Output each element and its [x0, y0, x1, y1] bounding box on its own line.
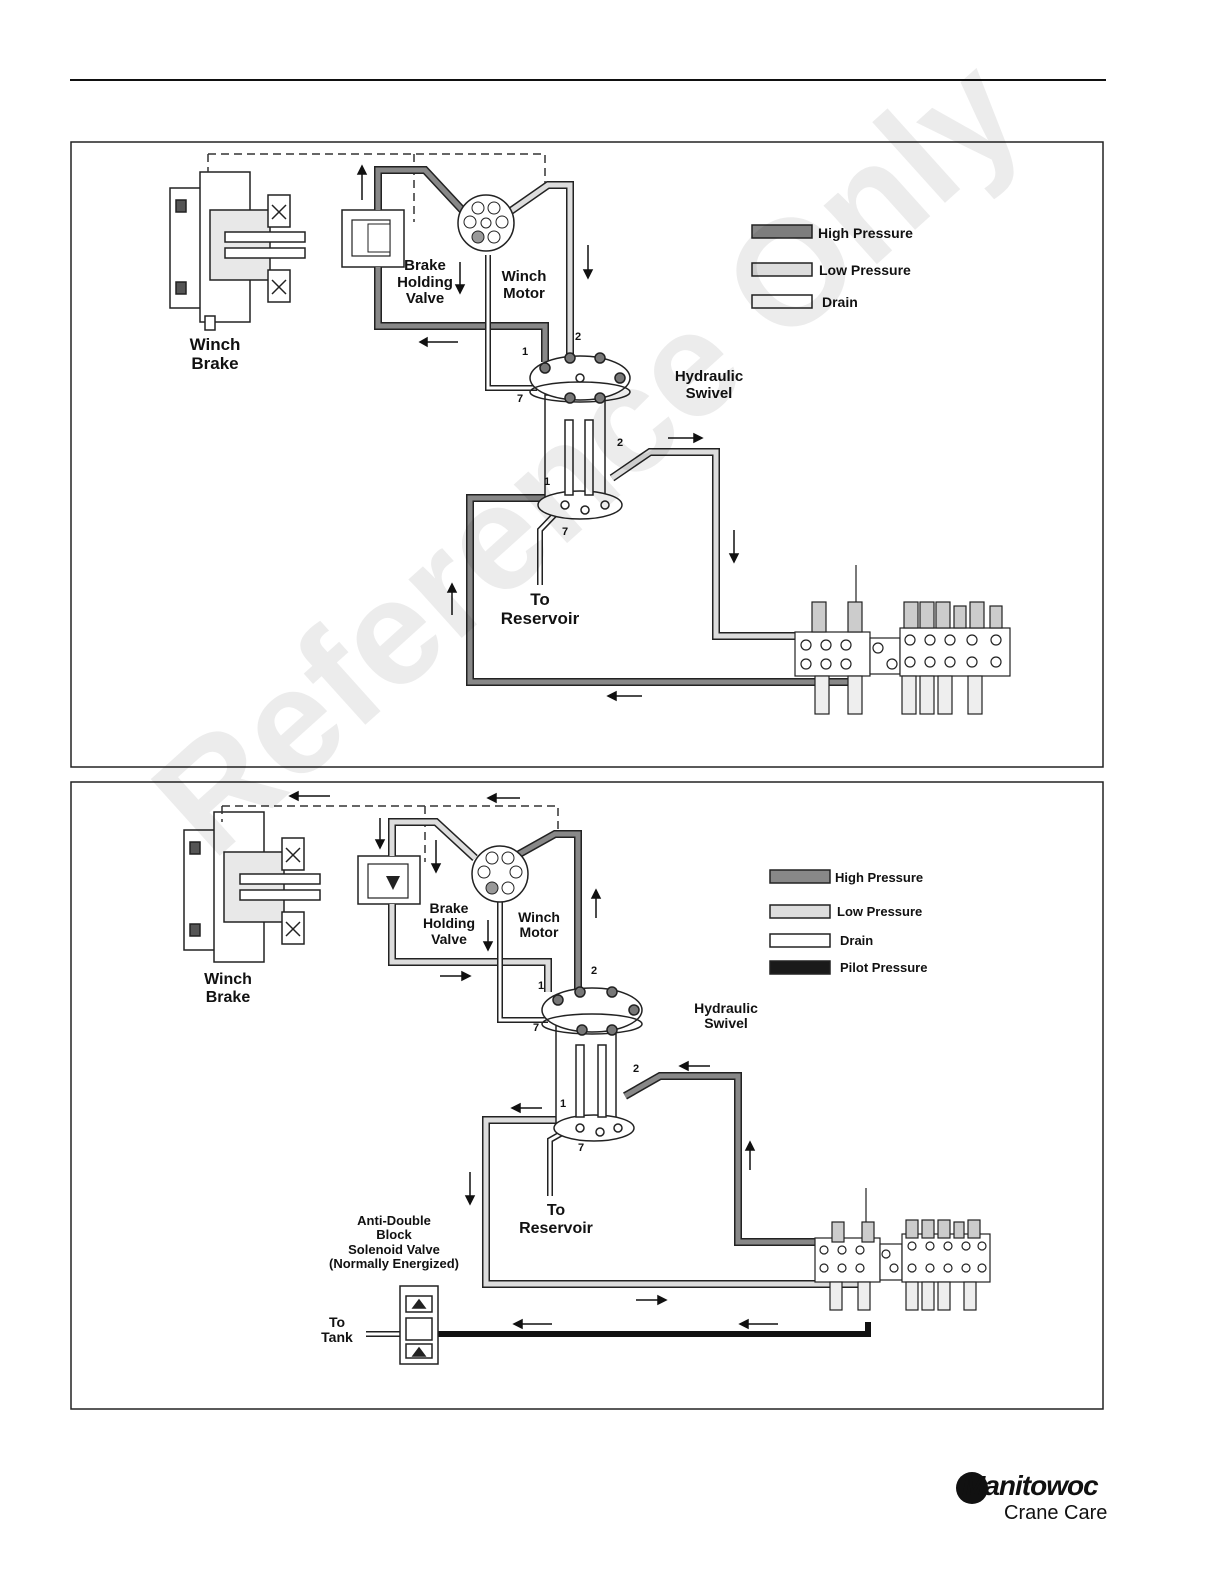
- bottom-brake-holding-valve-label: Brake Holding Valve: [422, 900, 476, 947]
- bottom-control-valve-bank: [814, 1188, 991, 1311]
- bottom-legend-pilot-pressure: Pilot Pressure: [840, 960, 928, 975]
- bottom-legend-drain: Drain: [840, 933, 874, 948]
- bottom-port-1-upper: 1: [538, 980, 545, 992]
- top-port-2-lower: 2: [617, 437, 624, 449]
- anti-double-block-label: Anti-Double Block Solenoid Valve (Normal…: [328, 1213, 460, 1271]
- bottom-winch-motor-symbol: [471, 845, 529, 903]
- bottom-port-2-lower: 2: [633, 1063, 640, 1075]
- top-low-pressure-lines: [502, 181, 860, 640]
- bottom-winch-brake-label: Winch Brake: [204, 971, 252, 1006]
- bottom-legend-low-swatch: [769, 904, 831, 919]
- bottom-port-7-lower: 7: [578, 1142, 585, 1154]
- top-legend-low-pressure: Low Pressure: [819, 262, 911, 278]
- top-hydraulic-swivel-label: Hydraulic Swivel: [674, 368, 744, 402]
- bottom-winch-motor-label: Winch Motor: [518, 909, 560, 941]
- bottom-hydraulic-swivel-symbol: [541, 986, 643, 1142]
- top-brake-holding-valve-label: Brake Holding Valve: [397, 257, 453, 307]
- top-legend-high-pressure: High Pressure: [818, 225, 913, 241]
- bottom-port-7-upper: 7: [533, 1022, 540, 1034]
- top-port-7-upper: 7: [517, 393, 524, 405]
- bottom-port-2-upper: 2: [591, 965, 598, 977]
- top-winch-brake-label: Winch Brake: [189, 335, 241, 373]
- top-hydraulic-swivel-symbol: [529, 352, 631, 520]
- bottom-legend-high-swatch: [769, 869, 831, 884]
- to-tank-label: To Tank: [321, 1314, 353, 1346]
- bottom-hydraulic-swivel-label: Hydraulic Swivel: [694, 1000, 758, 1032]
- anti-double-block-solenoid-symbol: [399, 1285, 439, 1365]
- bottom-pilot-dashed-line: [222, 805, 559, 834]
- top-winch-brake-drawing: [169, 171, 306, 331]
- bottom-panel-frame: [70, 781, 1104, 1410]
- bottom-to-reservoir-label: To Reservoir: [519, 1202, 593, 1237]
- top-winch-motor-label: Winch Motor: [501, 268, 547, 302]
- top-legend-swatches: [751, 224, 813, 309]
- top-port-1-lower: 1: [544, 476, 551, 488]
- bottom-port-1-lower: 1: [560, 1098, 567, 1110]
- top-port-1-upper: 1: [522, 346, 529, 358]
- bottom-legend-swatches: [769, 869, 831, 975]
- top-legend-drain-swatch: [751, 294, 813, 309]
- top-port-7-lower: 7: [562, 526, 569, 538]
- manitowoc-logo-brand: Manitowoc: [962, 1470, 1099, 1501]
- top-winch-motor-symbol: [457, 194, 515, 252]
- bottom-brake-holding-valve-symbol: [357, 855, 421, 905]
- bottom-winch-brake-drawing: [183, 811, 321, 963]
- bottom-low-pressure-lines: [388, 818, 870, 1288]
- top-brake-holding-valve-symbol: [341, 209, 405, 268]
- top-legend-high-swatch: [751, 224, 813, 239]
- top-pilot-dashed-line: [208, 153, 546, 186]
- top-legend-low-swatch: [751, 262, 813, 277]
- top-to-reservoir-label: To Reservoir: [500, 590, 580, 628]
- top-flow-arrows: [356, 164, 740, 702]
- top-control-valve-bank: [794, 565, 1011, 715]
- manitowoc-logo-mark: [956, 1472, 988, 1504]
- top-panel-frame: [70, 141, 1104, 768]
- manitowoc-logo-sub: Crane Care: [1004, 1502, 1108, 1524]
- bottom-high-pressure-lines: [503, 830, 870, 1246]
- top-high-pressure-lines: [374, 166, 860, 686]
- bottom-pilot-pressure-line: [436, 1322, 871, 1337]
- bottom-legend-pilot-swatch: [769, 960, 831, 975]
- top-legend-drain: Drain: [822, 294, 858, 310]
- bottom-flow-arrows: [288, 790, 778, 1330]
- top-port-2-upper: 2: [575, 331, 582, 343]
- bottom-legend-drain-swatch: [769, 933, 831, 948]
- bottom-legend-high-pressure: High Pressure: [835, 870, 924, 885]
- bottom-legend-low-pressure: Low Pressure: [837, 904, 923, 919]
